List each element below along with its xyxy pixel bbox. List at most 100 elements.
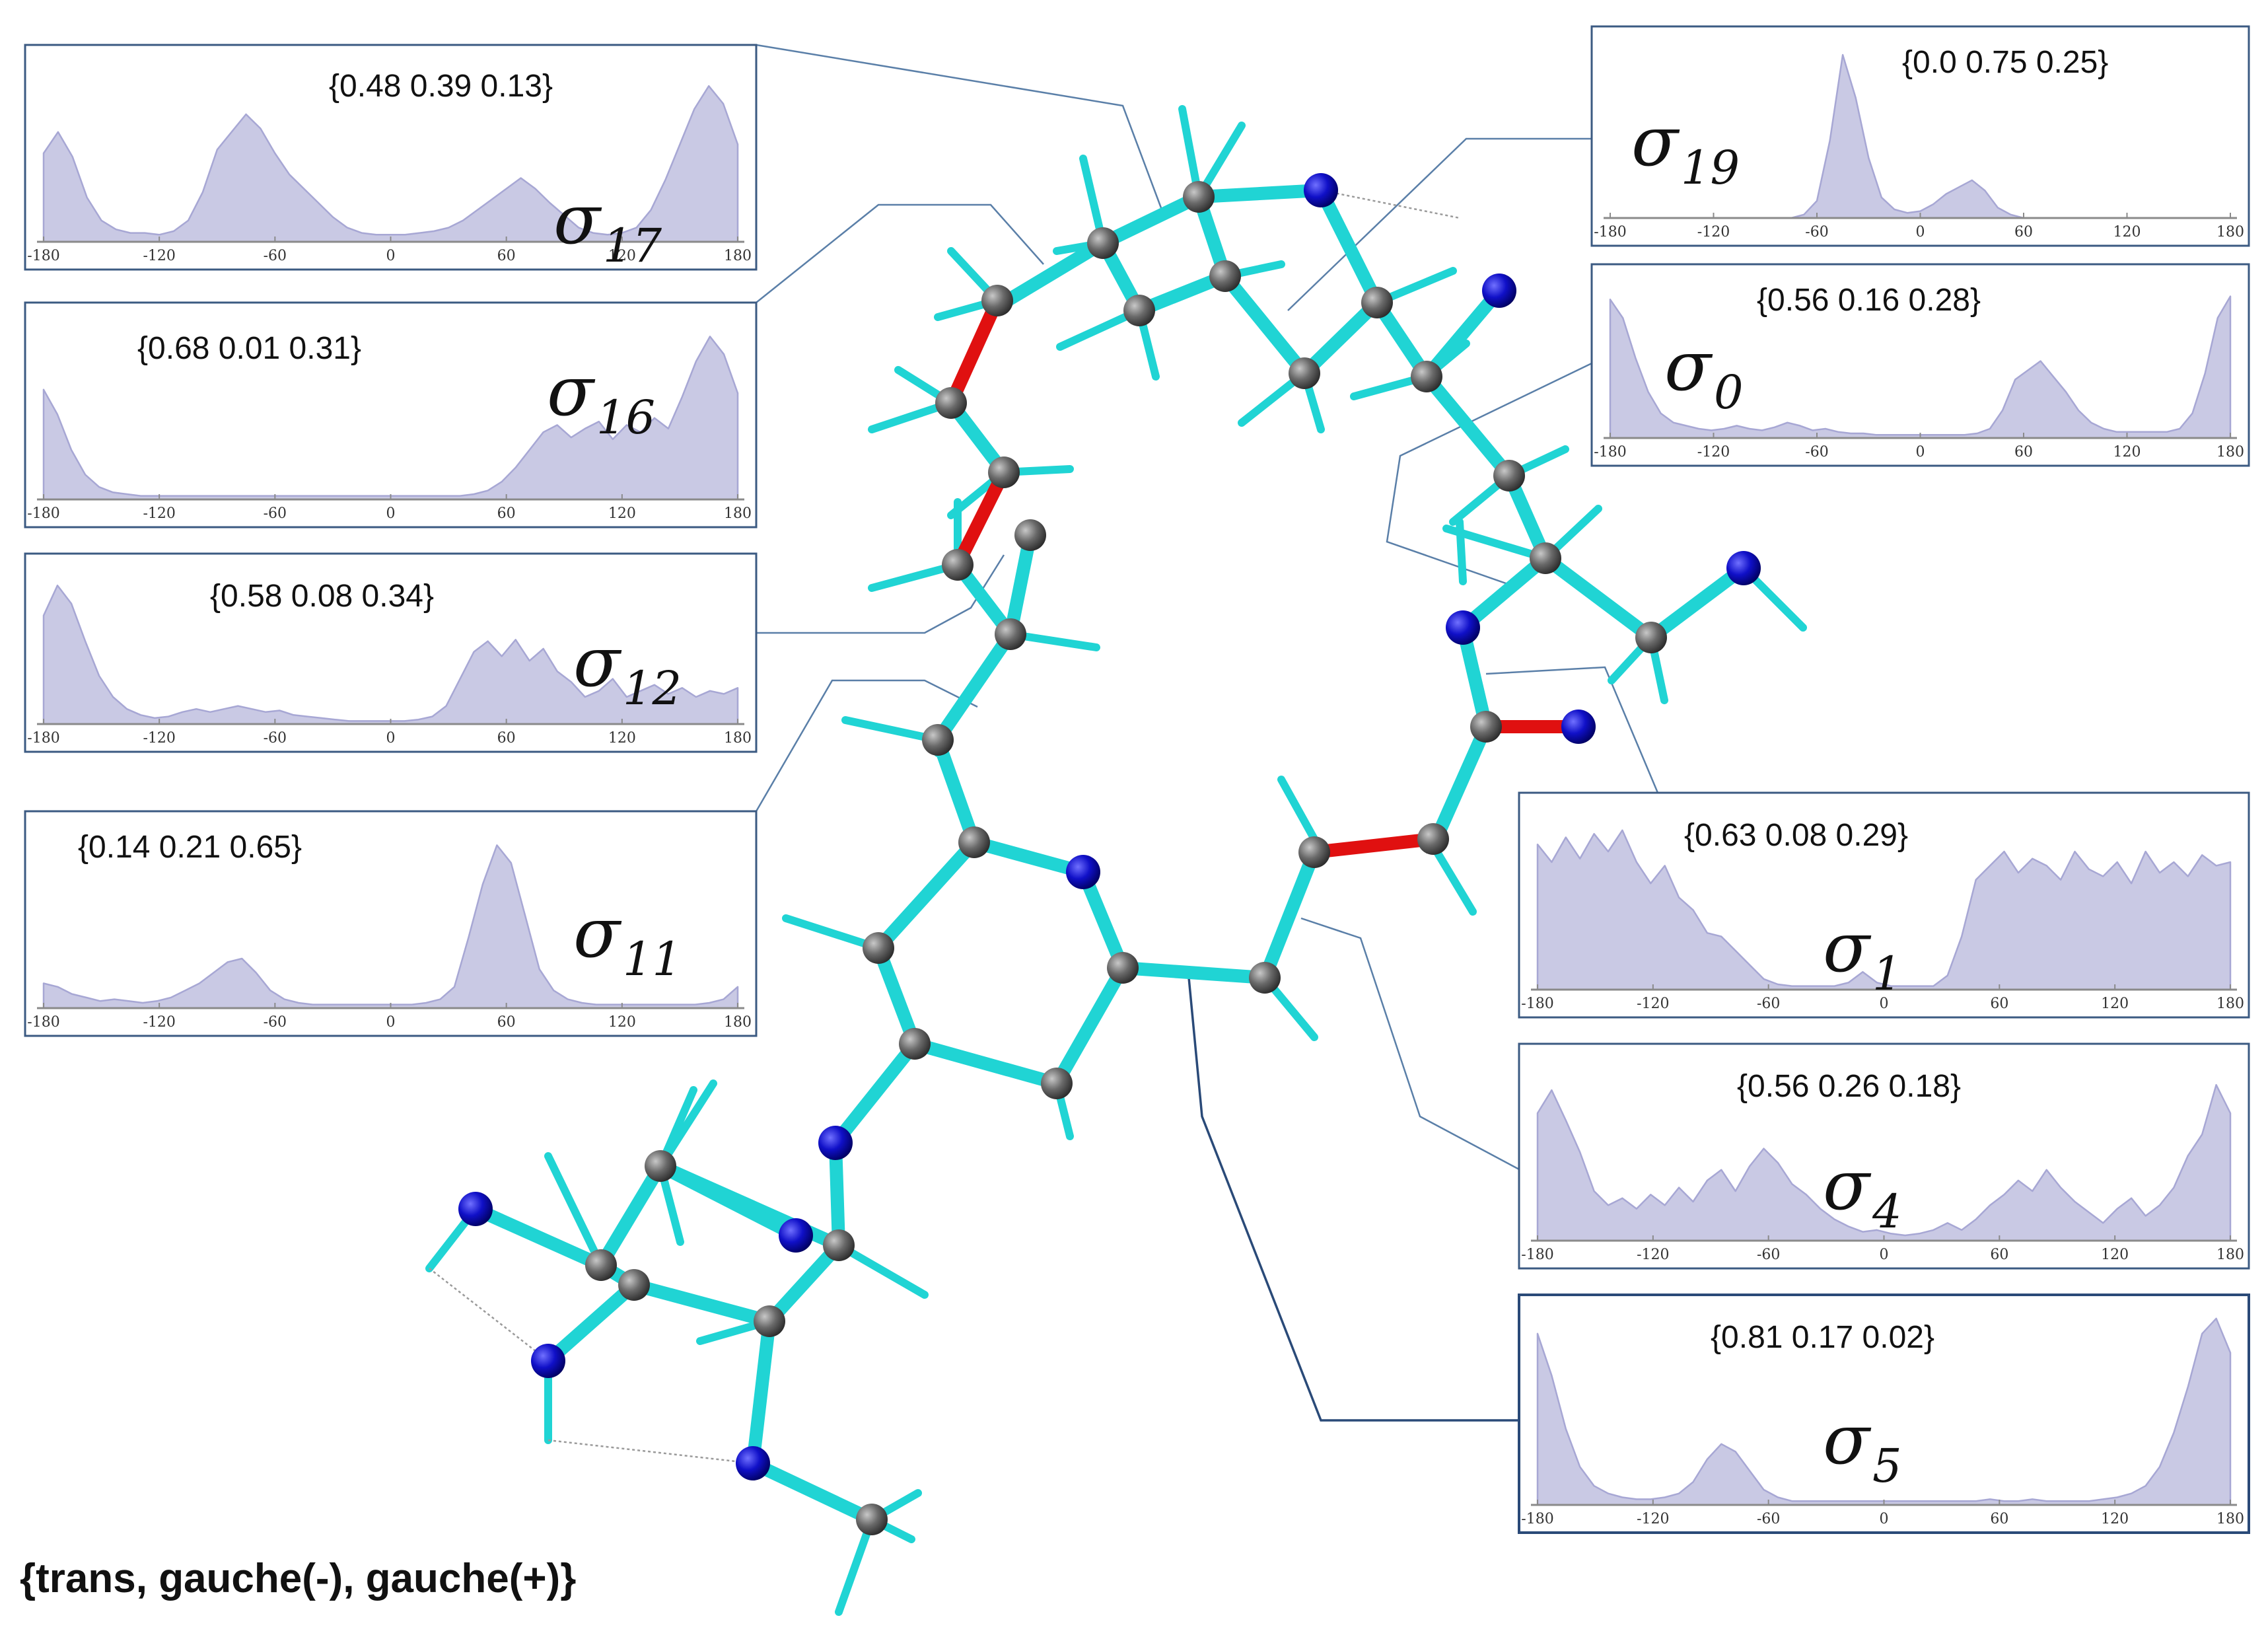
state-order-legend: {trans, gauche(-), gauche(+)} [20, 1556, 576, 1601]
sigma-symbol: σ [573, 893, 622, 973]
sigma-subscript: 11 [623, 932, 682, 986]
x-tick-label: 120 [608, 505, 636, 522]
x-tick-label: -120 [1697, 224, 1730, 240]
x-tick-label: 0 [1880, 996, 1889, 1012]
state-probabilities: {0.0 0.75 0.25} [1902, 45, 2108, 80]
sigma-subscript: 5 [1872, 1439, 1902, 1493]
state-probabilities: {0.48 0.39 0.13} [329, 69, 553, 104]
x-tick-label: 60 [497, 730, 516, 747]
x-tick-label: -60 [1805, 224, 1828, 240]
leader-line-s4 [1300, 917, 1520, 1171]
x-tick-label: 180 [724, 248, 752, 264]
ester-linker-bonds [944, 294, 1493, 733]
state-probabilities: {0.68 0.01 0.31} [137, 331, 361, 366]
molecule-model [425, 105, 1807, 1616]
distribution-area [42, 336, 739, 501]
x-tick-label: -120 [1637, 1247, 1669, 1263]
x-tick-label: 60 [2014, 444, 2033, 460]
dihedral-label: σ11 [573, 893, 682, 986]
x-tick-label: -180 [1521, 996, 1553, 1012]
x-tick-label: 180 [2216, 1511, 2244, 1527]
x-tick-label: 0 [1880, 1511, 1889, 1527]
dihedral-label: σ0 [1664, 326, 1744, 419]
x-tick-label: 0 [386, 730, 396, 747]
nitrogen-atoms [458, 173, 1761, 1480]
x-tick-label: 180 [724, 730, 752, 747]
x-tick-label: -180 [1521, 1511, 1553, 1527]
sigma-subscript: 0 [1714, 365, 1744, 419]
distribution-area [1536, 1317, 2232, 1506]
x-tick-label: 0 [386, 248, 396, 264]
x-tick-label: -120 [143, 248, 175, 264]
x-tick-label: -180 [1521, 1247, 1553, 1263]
state-probabilities: {0.56 0.16 0.28} [1757, 283, 1981, 318]
x-tick-label: -120 [143, 505, 175, 522]
distribution-area [42, 584, 739, 725]
sigma-symbol: σ [1823, 907, 1872, 988]
distribution-area [1536, 829, 2232, 991]
x-tick-label: -120 [143, 730, 175, 747]
distribution-area [42, 85, 739, 243]
sigma-subscript: 1 [1872, 947, 1902, 1001]
sigma-subscript: 12 [623, 661, 682, 715]
panel-frame [1518, 1294, 2250, 1534]
leader-line-s16 [756, 203, 1044, 303]
x-tick-label: 0 [1880, 1247, 1889, 1263]
state-probabilities: {0.58 0.08 0.34} [210, 579, 434, 614]
x-tick-label: 120 [2101, 996, 2129, 1012]
x-tick-label: -180 [27, 1014, 59, 1031]
x-tick-label: 180 [2216, 1247, 2244, 1263]
sigma-symbol: σ [1823, 1145, 1872, 1225]
leader-line-s12 [756, 554, 1005, 634]
x-tick-label: 180 [724, 505, 752, 522]
dihedral-label: σ17 [553, 179, 662, 273]
distribution-area [1536, 1083, 2232, 1242]
x-tick-label: -120 [1697, 444, 1730, 460]
x-tick-label: -60 [264, 1014, 287, 1031]
x-tick-label: -120 [143, 1014, 175, 1031]
x-tick-label: 60 [2014, 224, 2033, 240]
x-tick-label: 120 [2113, 444, 2141, 460]
x-tick-label: 60 [497, 248, 516, 264]
x-tick-label: 60 [1990, 1247, 2008, 1263]
x-tick-label: 180 [2216, 444, 2244, 460]
x-tick-label: -60 [1805, 444, 1828, 460]
x-tick-label: 0 [386, 505, 396, 522]
x-tick-label: -60 [1757, 1511, 1780, 1527]
leader-line-s5 [1187, 977, 1519, 1422]
x-tick-label: -180 [27, 730, 59, 747]
sigma-symbol: σ [1631, 101, 1680, 182]
x-tick-label: -60 [264, 730, 287, 747]
sigma-symbol: σ [1664, 326, 1713, 406]
dihedral-label: σ12 [573, 622, 682, 715]
dihedral-label: σ19 [1631, 101, 1740, 195]
sigma-subscript: 16 [596, 390, 655, 445]
x-tick-label: 180 [724, 1014, 752, 1031]
carbon-atoms [585, 181, 1667, 1535]
dihedral-label: σ16 [547, 351, 655, 445]
state-probabilities: {0.56 0.26 0.18} [1737, 1069, 1961, 1104]
x-tick-label: -180 [1594, 224, 1626, 240]
x-tick-label: 0 [1916, 444, 1925, 460]
x-tick-label: -120 [1637, 996, 1669, 1012]
x-tick-label: 60 [1990, 996, 2008, 1012]
x-tick-label: 60 [1990, 1511, 2008, 1527]
leader-line-s11 [755, 679, 978, 812]
x-tick-label: 120 [608, 1014, 636, 1031]
x-tick-label: 120 [608, 248, 636, 264]
x-tick-label: -180 [27, 505, 59, 522]
sigma-symbol: σ [1823, 1399, 1872, 1480]
dihedral-label: σ5 [1823, 1399, 1902, 1493]
x-tick-label: 180 [2216, 996, 2244, 1012]
sigma-subscript: 19 [1681, 141, 1740, 195]
x-tick-label: 0 [1916, 224, 1925, 240]
x-tick-label: 120 [2113, 224, 2141, 240]
